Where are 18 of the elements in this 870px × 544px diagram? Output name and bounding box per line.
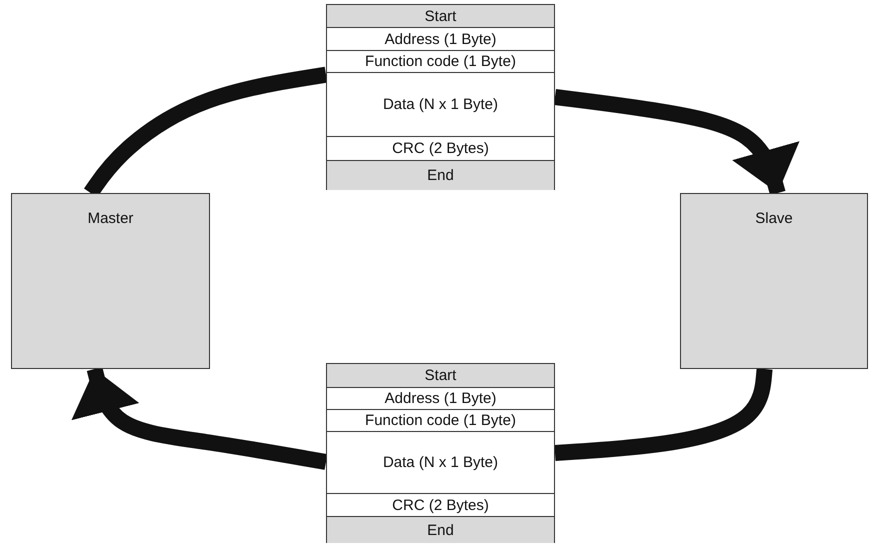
- device-label: Master: [86, 210, 134, 227]
- flow-arrow: [71, 367, 328, 470]
- frame-field: Function code (1 Byte): [327, 410, 554, 432]
- frame-field: Address (1 Byte): [327, 28, 554, 51]
- frame-field: End: [327, 161, 554, 190]
- frame-field: Data (N x 1 Byte): [327, 432, 554, 494]
- frame-field: Start: [327, 5, 554, 28]
- message-frame: [326, 4, 555, 190]
- message-frame: [326, 363, 555, 543]
- device-label: Slave: [754, 210, 794, 227]
- frame-field: Data (N x 1 Byte): [327, 73, 554, 137]
- flow-arrow: [554, 89, 800, 196]
- frame-field: Function code (1 Byte): [327, 51, 554, 73]
- frame-field: Start: [327, 364, 554, 388]
- frame-field: Address (1 Byte): [327, 388, 554, 410]
- device-box: [680, 193, 868, 369]
- frame-field: End: [327, 517, 554, 543]
- device-box: [11, 193, 210, 369]
